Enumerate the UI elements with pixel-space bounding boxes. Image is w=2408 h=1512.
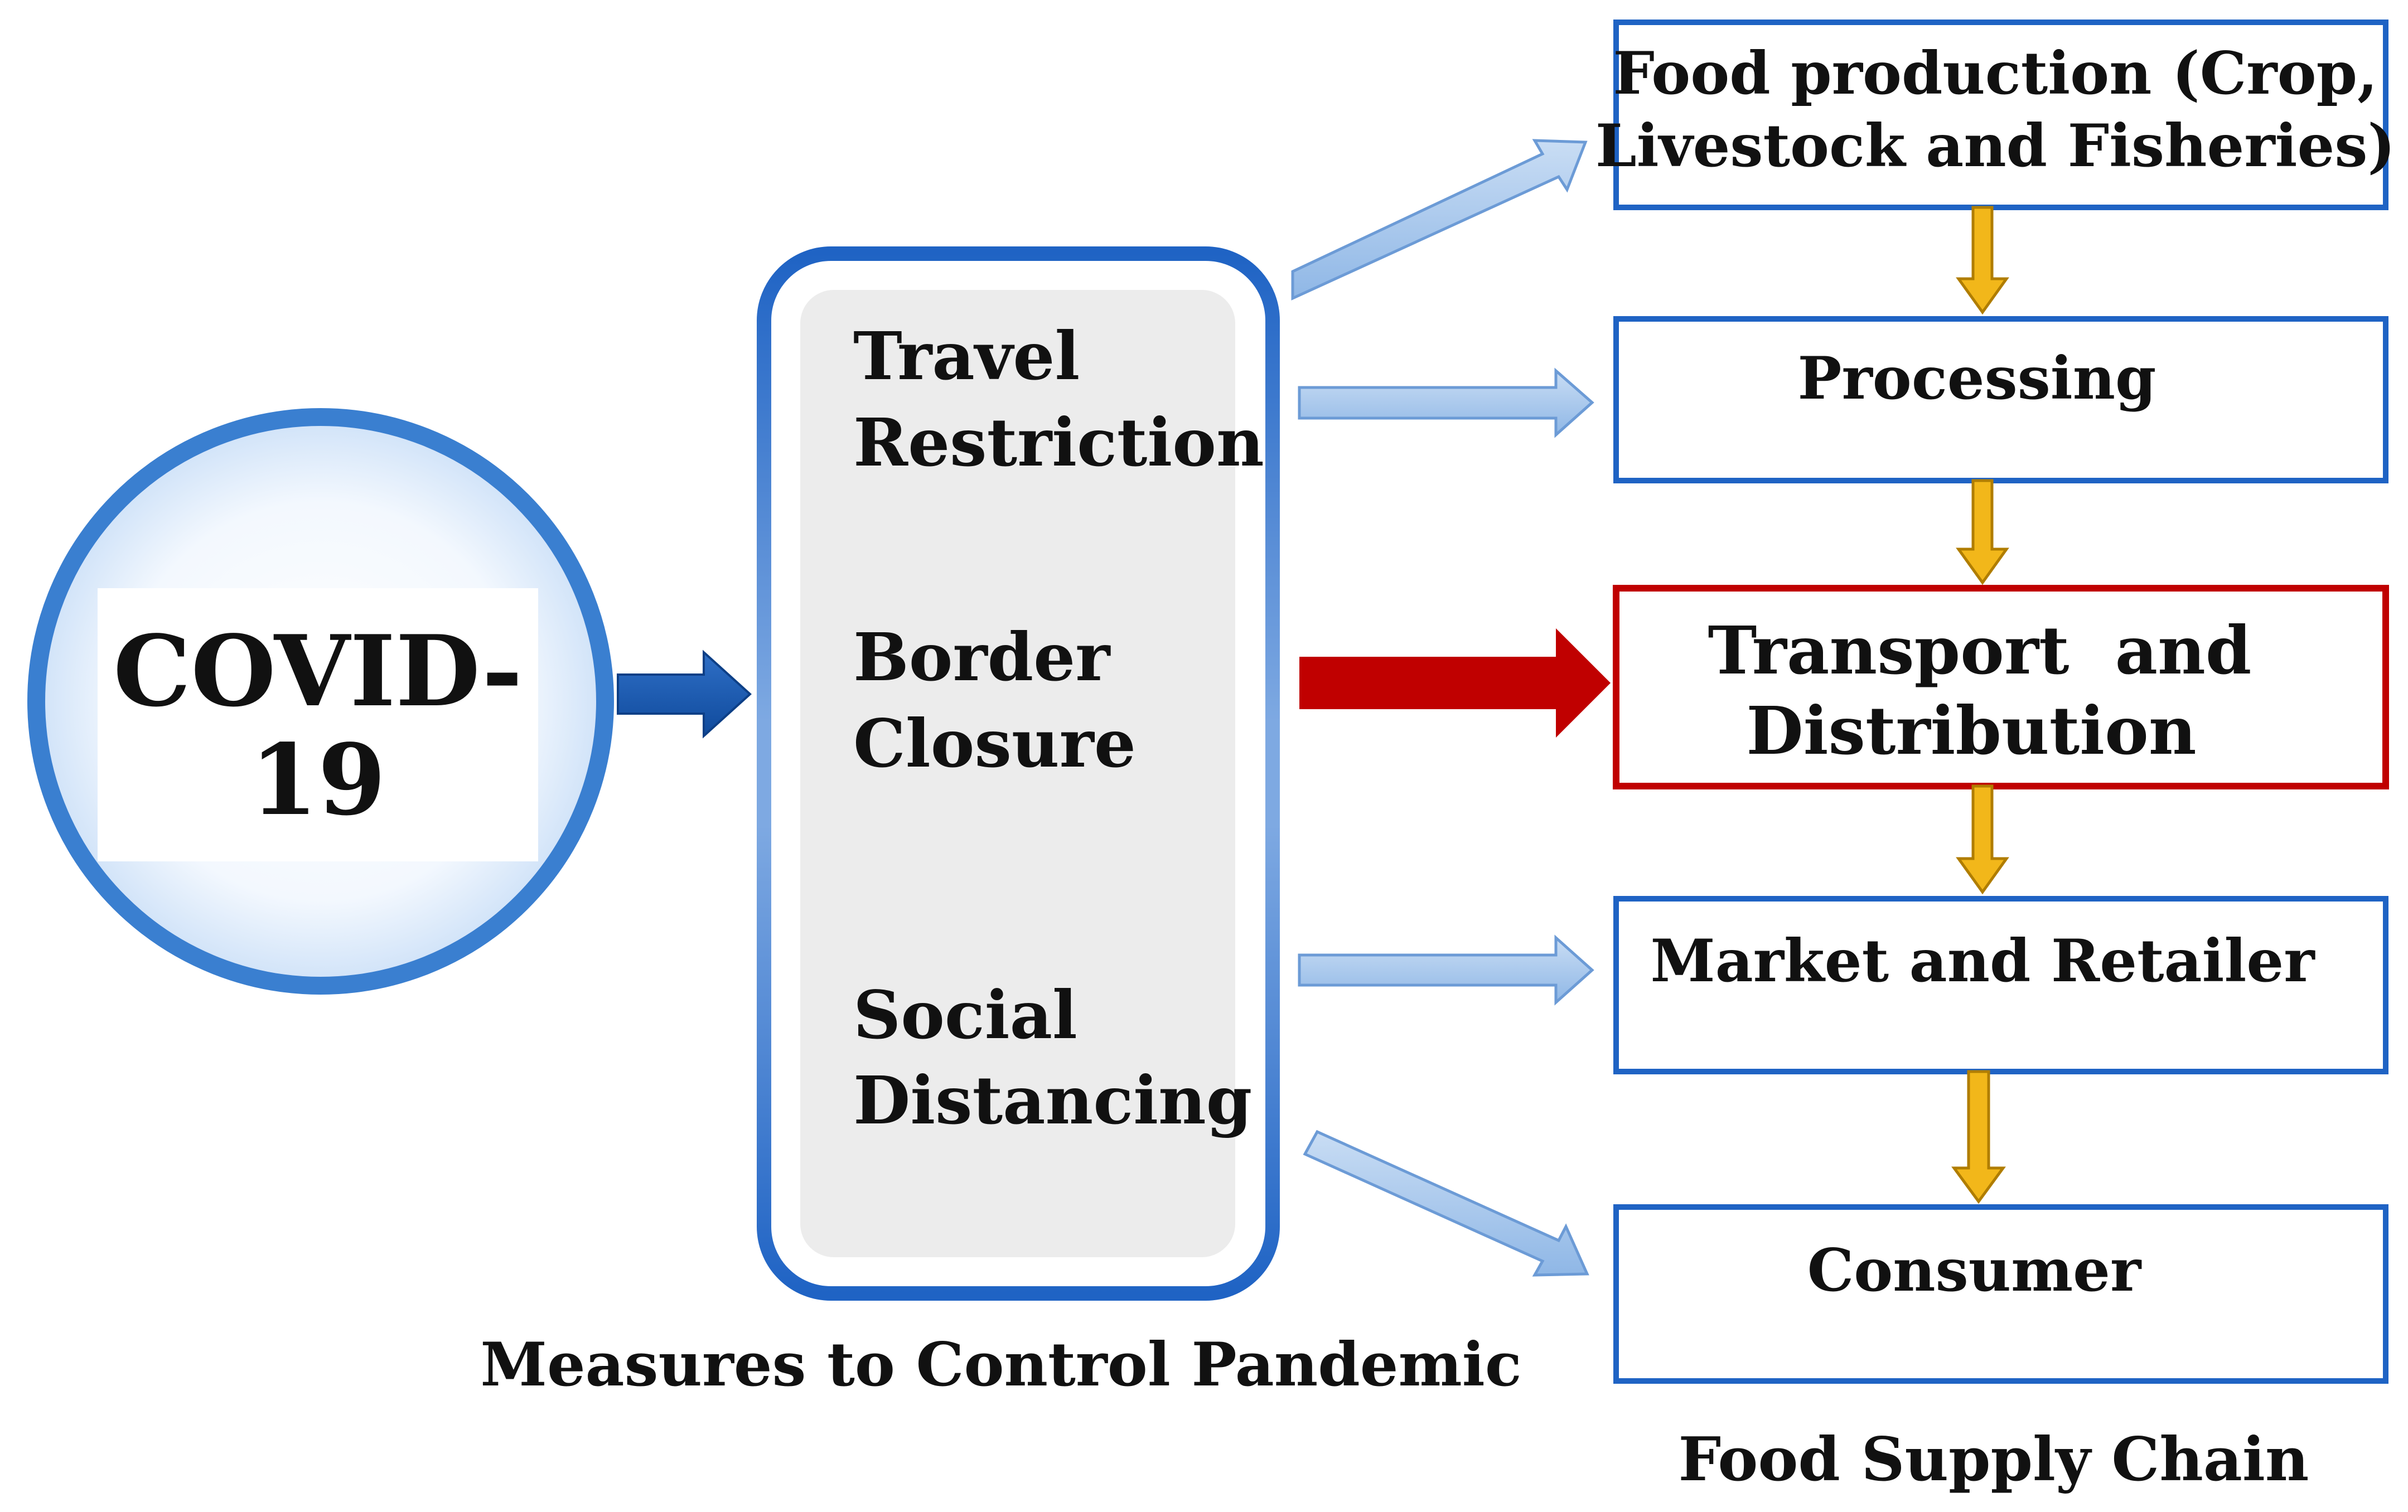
chain-arrow-transport-to-market: [1956, 784, 2009, 895]
stage-processing-box: [1613, 316, 2388, 483]
stage-processing-label: Processing: [1798, 343, 2156, 413]
stage-consumer-box: [1613, 1204, 2388, 1384]
covid-title-line2: 19: [250, 723, 386, 837]
stage-transport-box: [1613, 585, 2389, 789]
covid-node: COVID- 19: [27, 408, 614, 995]
supply-chain-caption: Food Supply Chain: [1679, 1424, 2309, 1495]
measure-border-line1: Border: [853, 618, 1111, 696]
measures-caption: Measures to Control Pandemic: [480, 1330, 1521, 1400]
measures-panel-fill: [800, 290, 1235, 1257]
stage-consumer-label: Consumer: [1807, 1235, 2142, 1305]
stage-transport-line2: Distribution: [1746, 692, 2196, 769]
chain-arrow-production-to-processing: [1956, 206, 2009, 315]
chain-arrow-market-to-consumer: [1951, 1070, 2006, 1204]
measures-to-transport-arrow: [1299, 628, 1611, 738]
stage-food-production-line2: Livestock and Fisheries): [1595, 111, 2395, 180]
covid-to-measures-arrow: [617, 650, 752, 739]
stage-market-box: [1613, 896, 2388, 1074]
measure-border-line2: Closure: [853, 705, 1136, 782]
stage-food-production-line1: Food production (Crop,: [1613, 38, 2377, 108]
stage-transport-line1: Transport and: [1708, 612, 2252, 689]
measures-to-market-arrow: [1298, 934, 1594, 1006]
stage-market-label: Market and Retailer: [1650, 926, 2315, 995]
covid-label-box: [98, 588, 538, 861]
measures-to-food-production-arrow: [1291, 139, 1588, 301]
chain-arrow-processing-to-transport: [1956, 479, 2009, 585]
stage-food-production-box: [1613, 20, 2388, 210]
measure-travel-line1: Travel: [853, 317, 1080, 395]
covid-title-line1: COVID-: [113, 614, 523, 729]
measures-panel: Travel Restriction Border Closure Social…: [757, 246, 1280, 1301]
measure-social-line2: Distancing: [853, 1062, 1252, 1139]
measures-to-processing-arrow: [1298, 367, 1594, 438]
measure-travel-line2: Restriction: [853, 404, 1264, 481]
supply-chain: Food production (Crop, Livestock and Fis…: [1595, 20, 2395, 1384]
measures-to-consumer-arrow: [1303, 1130, 1589, 1277]
measure-social-line1: Social: [853, 976, 1077, 1054]
